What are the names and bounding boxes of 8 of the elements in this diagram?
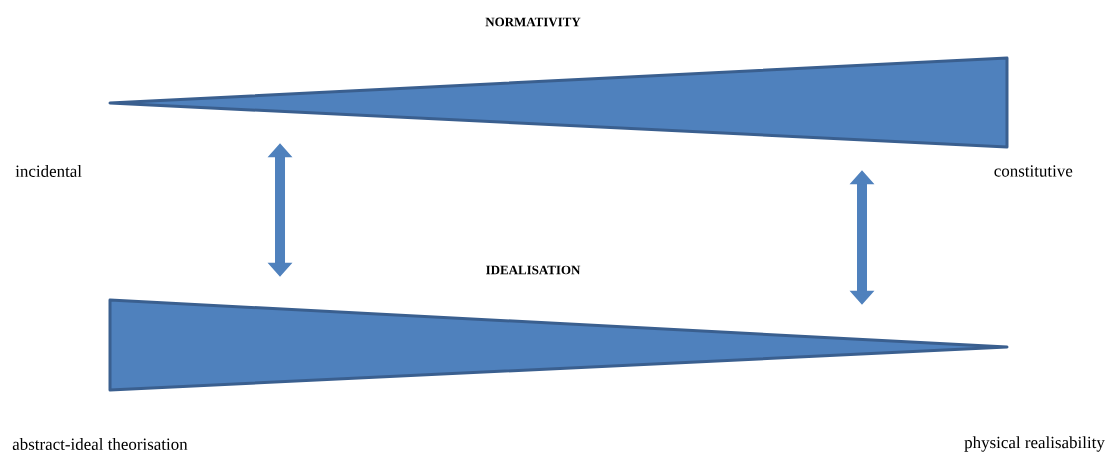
side-label: constitutive bbox=[994, 165, 1073, 177]
side-label: physical realisability bbox=[964, 436, 1105, 452]
heading: NORMATIVITY bbox=[485, 17, 581, 27]
side-label: abstract-ideal theorisation bbox=[12, 438, 188, 450]
side-label: incidental bbox=[15, 165, 82, 177]
wedge-shape bbox=[108, 298, 1009, 392]
heading: IDEALISATION bbox=[486, 265, 581, 275]
wedge-shape bbox=[108, 56, 1009, 149]
